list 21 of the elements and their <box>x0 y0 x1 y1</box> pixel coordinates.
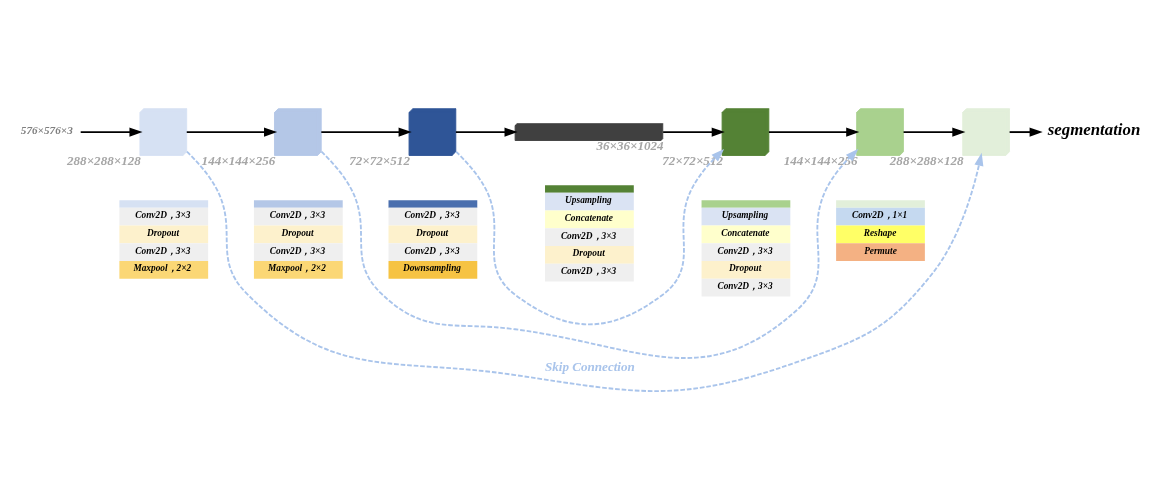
arrow <box>1008 127 1043 137</box>
node-label: 144×144×256 <box>201 152 276 168</box>
node-label: 288×288×128 <box>67 152 141 168</box>
arrow <box>320 148 859 359</box>
arrow <box>320 127 412 137</box>
arrow <box>902 127 966 137</box>
arrow <box>662 127 725 137</box>
arrow <box>79 127 143 137</box>
arrow <box>455 148 725 326</box>
arrow <box>767 127 860 137</box>
node-label: 36×36×1024 <box>596 138 664 154</box>
node-label: 288×288×128 <box>889 152 964 168</box>
node-label: 72×72×512 <box>662 152 723 168</box>
arrow <box>454 127 518 137</box>
node-text: 576×576×3 <box>20 124 73 137</box>
arrow <box>185 127 278 137</box>
arrow <box>185 150 984 392</box>
edge-label: Skip Connection <box>545 358 635 374</box>
node-text: segmentation <box>1047 120 1141 140</box>
node-label: 72×72×512 <box>349 152 410 168</box>
node-label: 144×144×256 <box>783 152 858 168</box>
